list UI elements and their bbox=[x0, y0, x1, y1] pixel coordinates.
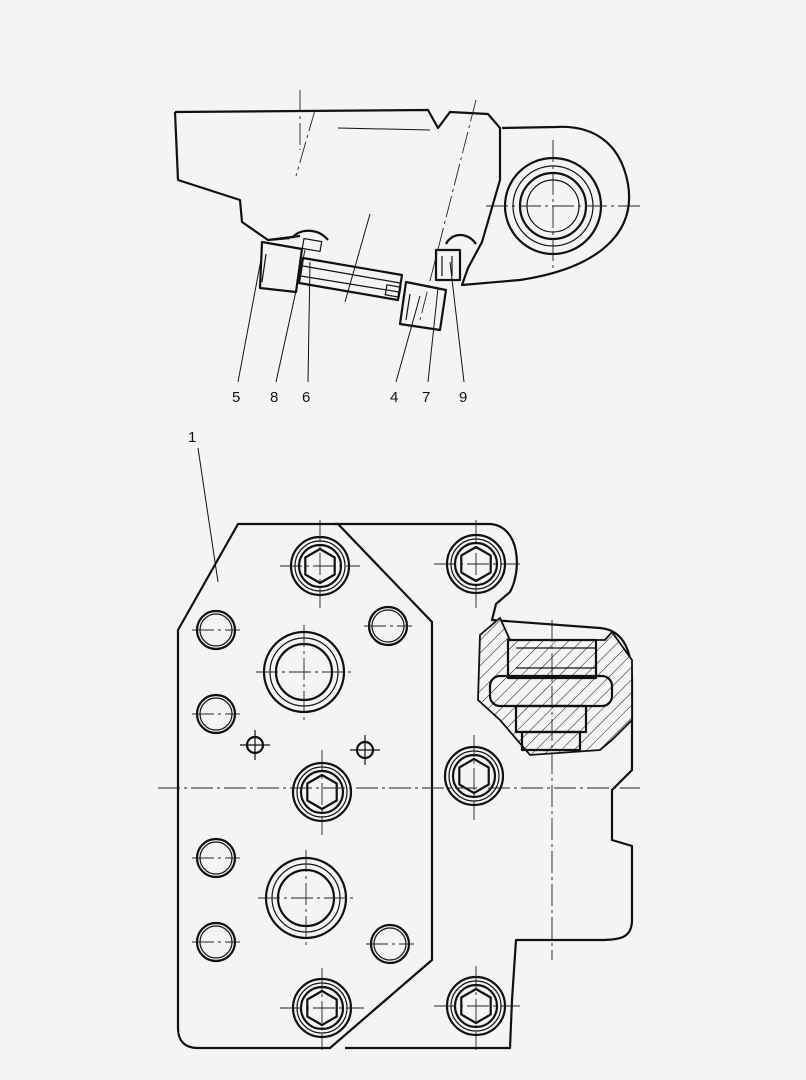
pin-hole-right bbox=[350, 735, 380, 765]
cover-plate-1 bbox=[176, 522, 434, 1050]
callout-5: 5 bbox=[232, 389, 240, 406]
screw-5 bbox=[258, 240, 304, 294]
callout-7: 7 bbox=[422, 389, 430, 406]
callout-8: 8 bbox=[270, 389, 278, 406]
seal-seat-right bbox=[445, 233, 477, 245]
callout-1: 1 bbox=[188, 429, 196, 446]
callout-4: 4 bbox=[390, 389, 398, 406]
pin-hole-left bbox=[240, 730, 270, 760]
cover-plate bbox=[297, 237, 404, 302]
housing-outline bbox=[335, 522, 634, 1050]
side-view-assembly: 5 8 6 4 7 9 bbox=[173, 90, 640, 406]
section-cut bbox=[477, 616, 633, 756]
seal-seat-left bbox=[291, 229, 329, 241]
plan-view-assembly: 1 bbox=[158, 429, 640, 1050]
screw-4 bbox=[398, 280, 448, 332]
callout-6: 6 bbox=[302, 389, 310, 406]
valve-body-side bbox=[173, 108, 631, 287]
callout-9: 9 bbox=[459, 389, 467, 406]
leader-lines-top bbox=[237, 127, 465, 383]
plug-9 bbox=[434, 248, 462, 282]
centre-lines bbox=[158, 520, 640, 1050]
